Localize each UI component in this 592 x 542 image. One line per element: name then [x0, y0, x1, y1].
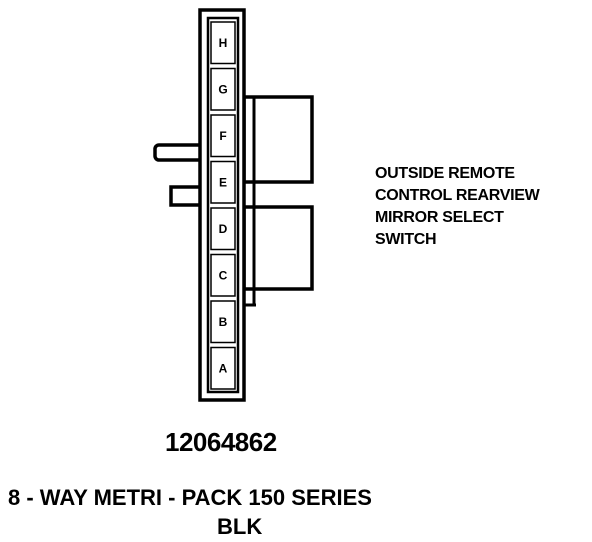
pin-cavity-c: [210, 253, 236, 297]
latch-tab-lower: [169, 185, 205, 207]
pin-label-a: A: [219, 361, 228, 375]
pin-cavity-h: [210, 21, 236, 65]
latch-tab-upper: [153, 143, 205, 162]
component-label-line: SWITCH: [375, 231, 437, 248]
pin-cavity-a: [210, 346, 236, 390]
pin-label-b: B: [219, 315, 228, 329]
pin-label-g: G: [218, 82, 227, 96]
part-number: 12064862: [165, 427, 277, 457]
pin-cavity-e: [210, 160, 236, 204]
component-label-line: OUTSIDE REMOTE: [375, 165, 515, 182]
pin-label-h: H: [219, 36, 228, 50]
pin-cavity-f: [210, 114, 236, 158]
component-label-line: MIRROR SELECT: [375, 209, 504, 226]
pin-cavity-d: [210, 207, 236, 251]
pin-label-d: D: [219, 222, 228, 236]
pin-label-f: F: [219, 129, 226, 143]
pin-label-e: E: [219, 175, 227, 189]
component-label: OUTSIDE REMOTE CONTROL REARVIEW MIRROR S…: [375, 163, 540, 251]
connector-color: BLK: [217, 514, 263, 539]
component-label-line: CONTROL REARVIEW: [375, 187, 540, 204]
pin-cavity-b: [210, 300, 236, 344]
connector-series: 8 - WAY METRI - PACK 150 SERIES: [8, 485, 372, 510]
pin-label-c: C: [219, 268, 228, 282]
pin-cavity-g: [210, 67, 236, 111]
